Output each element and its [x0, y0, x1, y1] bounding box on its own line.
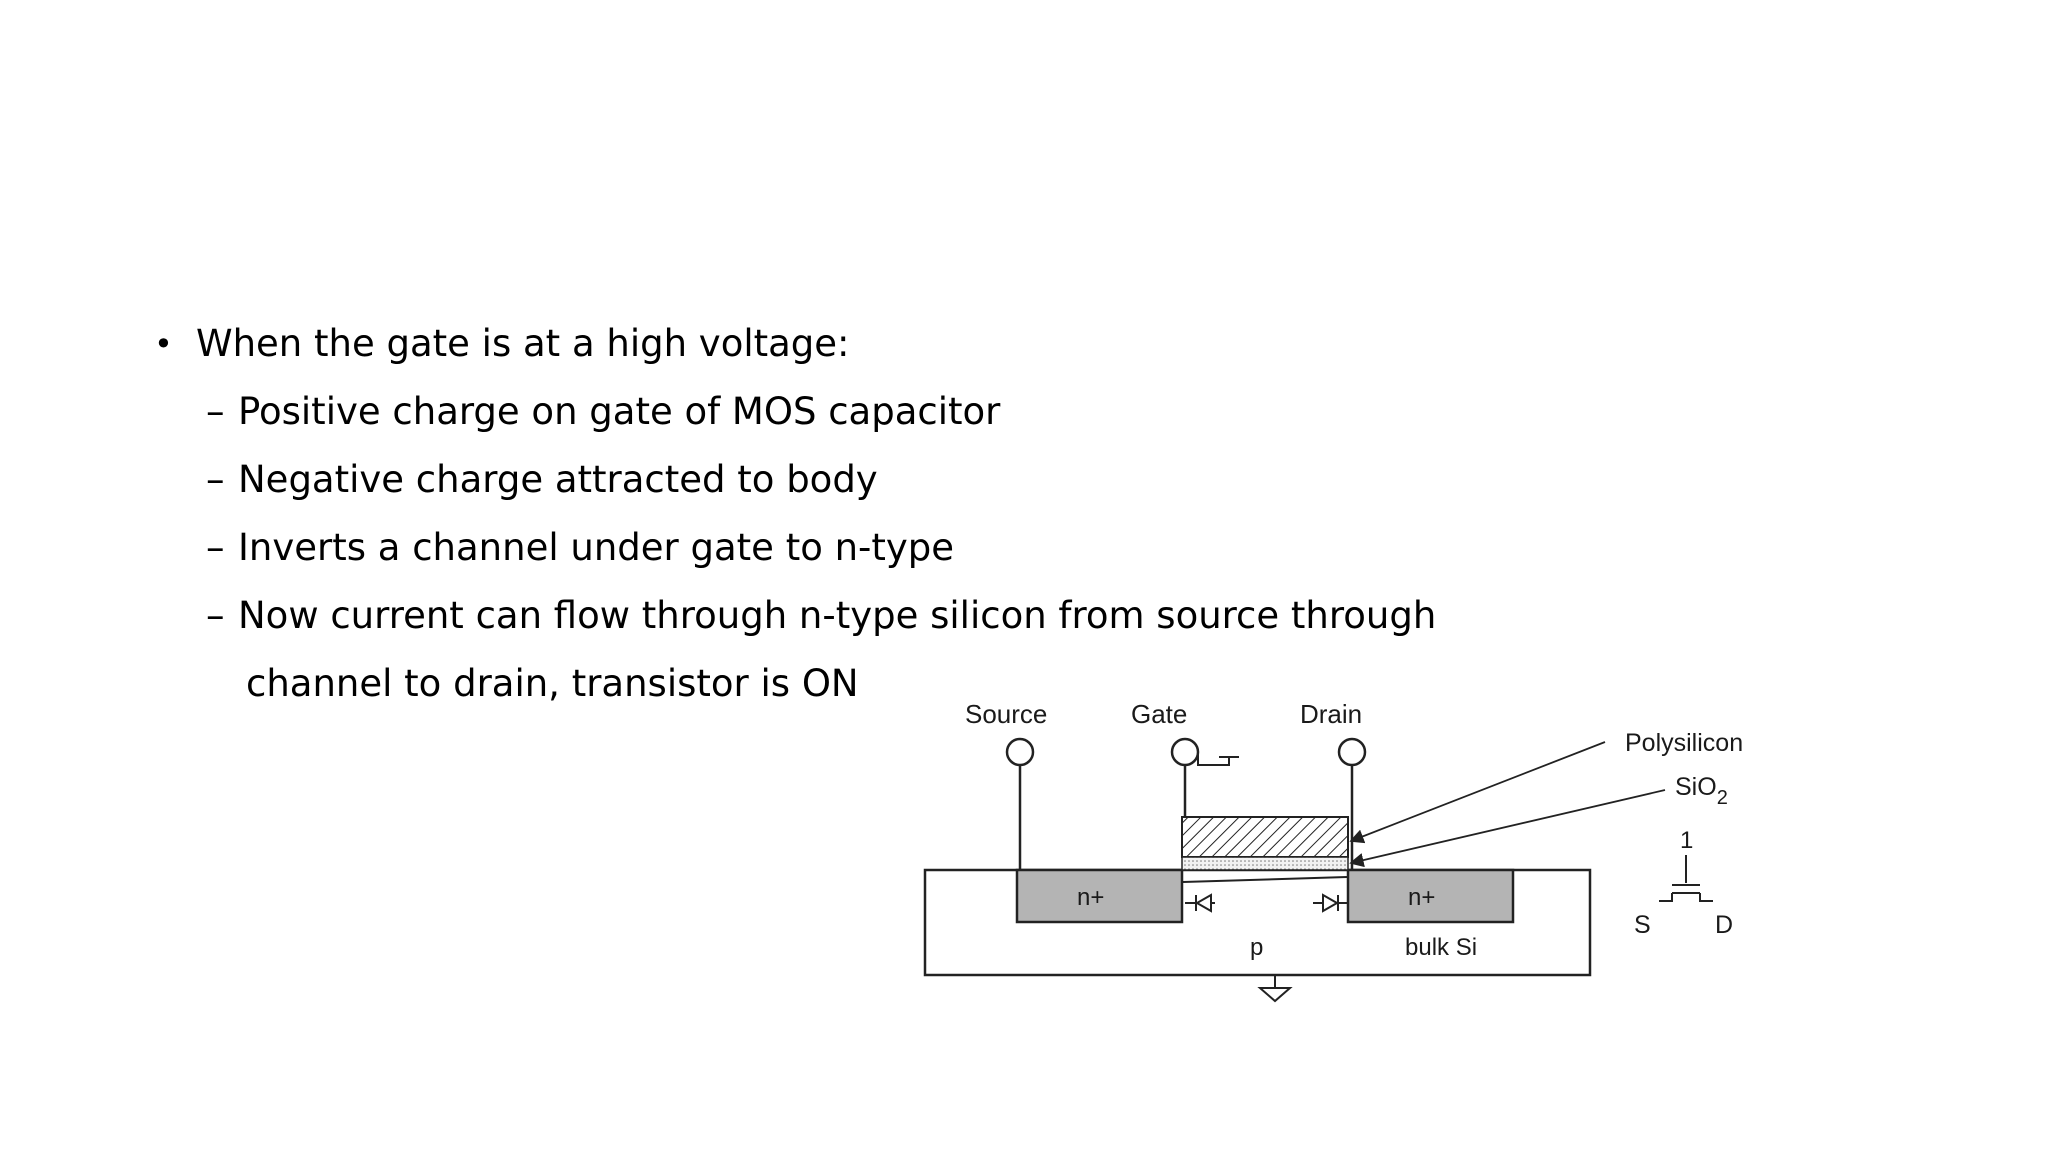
drain-label: Drain: [1300, 699, 1362, 729]
inversion-channel: [1182, 876, 1348, 883]
p-label: p: [1250, 934, 1263, 961]
sub-bullet-2: – Negative charge attracted to body: [150, 446, 1450, 514]
dash-icon: –: [206, 458, 225, 501]
n-plus-drain-region: [1346, 868, 1515, 924]
polysilicon-gate: [1181, 816, 1349, 858]
nmos-symbol-icon: [1659, 855, 1713, 902]
ground-icon: [1257, 975, 1293, 1003]
nmos-cross-section-diagram: Source Gate Drain n+ n+: [923, 699, 1743, 1003]
sub-bullet-1: – Positive charge on gate of MOS capacit…: [150, 378, 1450, 446]
bullet-main-text: When the gate is at a high voltage:: [196, 322, 850, 365]
polysilicon-pointer-arrow: [1349, 741, 1606, 844]
sub-bullet-3: – Inverts a channel under gate to n-type: [150, 514, 1450, 582]
gate-terminal-icon: [1170, 737, 1239, 817]
sio2-text: SiO: [1675, 773, 1717, 801]
bulk-si-label: bulk Si: [1405, 934, 1477, 961]
sio2-label: SiO2: [1675, 773, 1728, 809]
bullet-dot-icon: •: [154, 325, 173, 363]
sio2-subscript: 2: [1717, 787, 1728, 809]
n-plus-left-label: n+: [1077, 884, 1104, 911]
dash-icon: –: [206, 594, 225, 637]
sub-bullet-text: Positive charge on gate of MOS capacitor: [238, 390, 1001, 433]
polysilicon-label: Polysilicon: [1625, 729, 1743, 757]
n-plus-source-region: [1015, 868, 1184, 924]
sub-bullet-4-continuation: channel to drain, transistor is ON: [246, 662, 859, 705]
symbol-source-label: S: [1634, 911, 1651, 939]
bullet-main: • When the gate is at a high voltage:: [150, 310, 1450, 378]
sio2-oxide: [1181, 856, 1349, 871]
dash-icon: –: [206, 526, 225, 569]
bullet-list: • When the gate is at a high voltage: – …: [150, 310, 1450, 718]
sub-bullet-4: – Now current can flow through n-type si…: [150, 582, 1450, 650]
drain-terminal-icon: [1337, 737, 1367, 870]
left-diode-icon: [1185, 893, 1215, 913]
sub-bullet-text: Inverts a channel under gate to n-type: [238, 526, 955, 569]
n-plus-right-label: n+: [1408, 884, 1435, 911]
sio2-pointer-arrow: [1349, 789, 1666, 868]
gate-label: Gate: [1131, 699, 1187, 729]
symbol-drain-label: D: [1715, 911, 1733, 939]
sub-bullet-text: Now current can flow through n-type sili…: [238, 594, 1437, 637]
sub-bullet-text: Negative charge attracted to body: [238, 458, 878, 501]
source-label: Source: [965, 699, 1047, 729]
symbol-gate-label: 1: [1680, 827, 1693, 854]
source-terminal-icon: [1005, 737, 1035, 870]
right-diode-icon: [1313, 893, 1347, 913]
dash-icon: –: [206, 390, 225, 433]
